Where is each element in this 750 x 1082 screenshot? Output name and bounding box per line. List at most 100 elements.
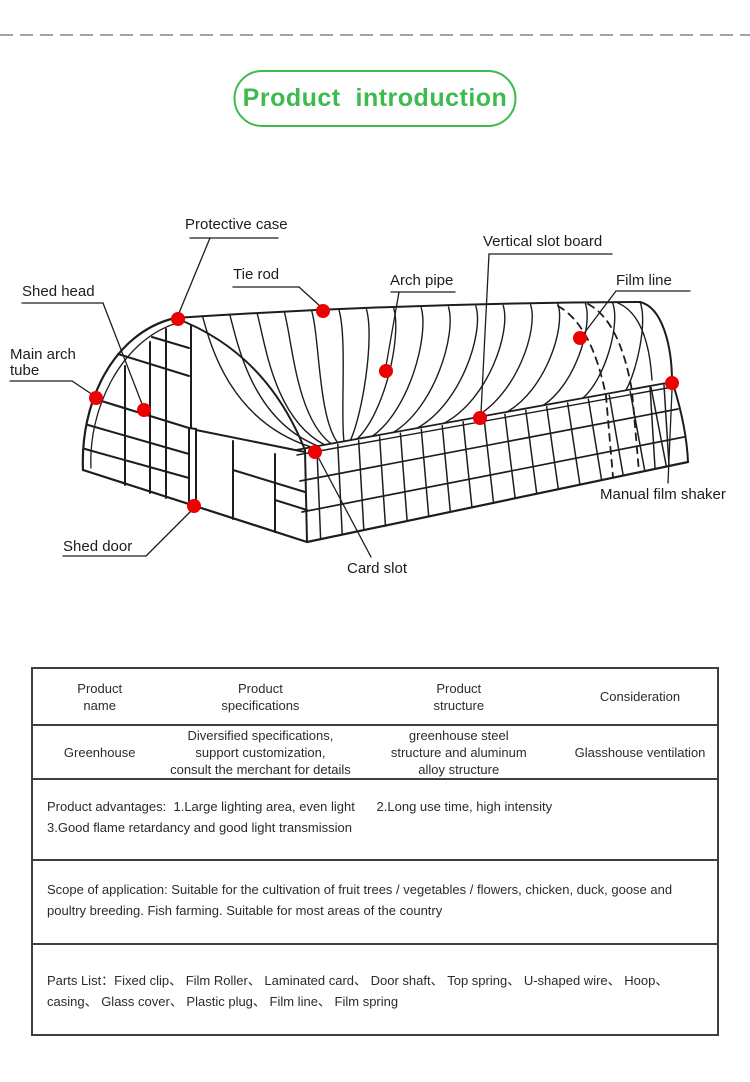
label-leader-line [316, 454, 372, 558]
side-bottom-edge [305, 460, 690, 544]
diagram-label-vertical-slot-board: Vertical slot board [483, 233, 603, 250]
red-marker-dot [473, 411, 487, 425]
roof-rib [582, 302, 616, 399]
roof-rib [311, 310, 339, 444]
front-grid-line [232, 469, 306, 493]
roof-rib [283, 311, 332, 445]
table-row-specifications: Greenhouse Diversified specifications, s… [33, 724, 717, 778]
table-header-row: Product name Product specifications Prod… [33, 669, 717, 724]
side-wall-post [378, 436, 387, 526]
front-arch-left-edge [81, 316, 177, 472]
side-wall-post [566, 402, 581, 486]
side-wall-post [357, 439, 365, 531]
shed-door-top [188, 427, 197, 430]
far-end-wall-post [649, 385, 656, 469]
cell-product-structure: greenhouse steel structure and aluminum … [390, 727, 527, 777]
label-leader-line [71, 380, 94, 396]
label-leader-line [145, 509, 193, 557]
side-wall-post [650, 387, 668, 468]
label-leader-line [667, 389, 673, 484]
section-title-pill: Product introduction [233, 70, 517, 127]
red-marker-dot [89, 391, 103, 405]
cell-consideration: Glasshouse ventilation [574, 744, 706, 760]
side-wall-post [629, 390, 646, 472]
front-grid-line [151, 336, 190, 349]
far-end-side-edge [673, 386, 689, 463]
label-leader-line [581, 290, 617, 337]
side-wall-post [483, 417, 495, 504]
side-wall-post [399, 432, 408, 522]
front-arch-right-edge [174, 317, 306, 451]
table-row-parts-list: Parts List：Fixed clip、 Film Roller、 Lami… [33, 943, 717, 1034]
section-title: Product introduction [242, 84, 508, 112]
far-end-top-edge [639, 301, 673, 383]
side-wall-post [462, 421, 473, 508]
diagram-label-main-arch-tube: Main arch tube [10, 346, 76, 379]
ridge-line [174, 301, 641, 319]
far-end-inner-arc [617, 302, 653, 381]
diagram-label-shed-head: Shed head [22, 283, 95, 300]
front-grid-line [195, 429, 306, 453]
red-marker-dot [573, 331, 587, 345]
table-header-consideration: Consideration [599, 689, 681, 704]
far-end-wall-post [663, 384, 670, 466]
cell-product-name: Greenhouse [63, 744, 136, 760]
table-row-scope: Scope of application: Suitable for the c… [33, 859, 717, 943]
side-wall-post [608, 394, 624, 477]
red-marker-dot [187, 499, 201, 513]
table-row-advantages: Product advantages: 1.Large lighting are… [33, 778, 717, 859]
red-marker-dot [665, 376, 679, 390]
label-leader-line [102, 302, 143, 405]
side-wall-post [504, 413, 516, 499]
side-wall-post [420, 428, 430, 517]
red-marker-dot [379, 364, 393, 378]
product-info-table: Product name Product specifications Prod… [31, 667, 719, 1036]
side-wall-rail [301, 436, 685, 513]
front-grid-line [87, 424, 190, 455]
film-line-dashed [587, 303, 640, 473]
diagram-label-card-slot: Card slot [347, 560, 408, 577]
table-header-product-structure: Product structure [433, 680, 485, 713]
cell-product-specifications: Diversified specifications, support cust… [170, 727, 351, 777]
roof-rib [473, 304, 533, 419]
side-wall-rail [299, 408, 679, 482]
roof-rib [625, 301, 644, 392]
red-marker-dot [316, 304, 330, 318]
roof-rib [443, 304, 506, 424]
front-arch-inner-edge [90, 322, 178, 469]
roof-rib [392, 306, 451, 434]
roof-rib [229, 313, 319, 447]
red-marker-dot [171, 312, 185, 326]
label-leader-line [178, 237, 211, 314]
diagram-label-protective-case: Protective case [185, 216, 288, 233]
front-grid-line [274, 499, 308, 511]
diagram-label-shed-door: Shed door [63, 538, 133, 555]
side-wall-post [545, 405, 560, 490]
roof-rib [542, 302, 588, 406]
diagram-label-film-line: Film line [616, 272, 672, 289]
red-marker-dot [137, 403, 151, 417]
roof-rib [338, 309, 345, 442]
label-leader-line [385, 291, 400, 367]
label-leader-line [298, 286, 322, 308]
greenhouse-diagram [9, 237, 691, 558]
front-grid-line [117, 353, 190, 377]
diagram-label-manual-film-shaker: Manual film shaker [600, 486, 726, 503]
roof-rib [201, 315, 313, 448]
side-wall-post [316, 447, 322, 540]
side-wall-post [525, 409, 538, 495]
diagram-label-arch-pipe: Arch pipe [390, 272, 454, 289]
red-marker-dot [308, 445, 322, 459]
side-wall-post [587, 398, 603, 481]
roof-rib [506, 303, 561, 413]
roof-rib [256, 312, 326, 446]
top-dashed-separator [0, 34, 750, 36]
roof-rib [416, 305, 479, 429]
side-wall-post [337, 443, 343, 535]
front-corner-post [304, 449, 308, 543]
table-header-product-specifications: Product specifications [221, 680, 300, 713]
label-leader-line [480, 253, 490, 414]
roof-rib [349, 308, 370, 441]
roof-rib [371, 307, 424, 437]
